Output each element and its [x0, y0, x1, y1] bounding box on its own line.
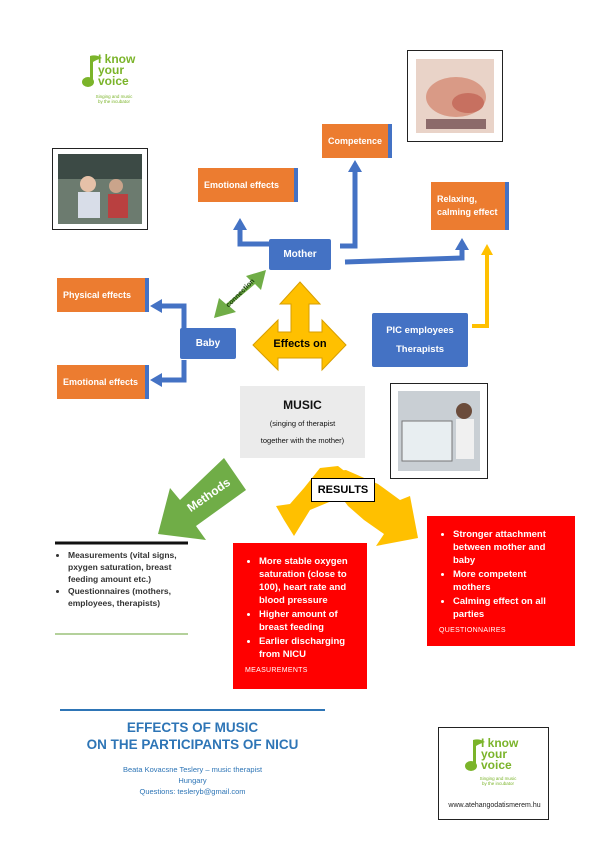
logo-tag1: Singing and music	[95, 94, 133, 99]
music-note-icon	[82, 55, 102, 87]
box-competence: Competence	[322, 124, 392, 158]
music-line2: together with the mother)	[260, 436, 345, 445]
arrow-pic-relaxing	[472, 252, 489, 328]
mothers-image-icon	[58, 154, 142, 224]
box-relaxing: Relaxing, calming effect	[431, 182, 509, 230]
questionnaires-box: Stronger attachment between mother and b…	[427, 516, 575, 646]
node-baby: Baby	[180, 328, 236, 359]
box-physical: Physical effects	[57, 278, 149, 312]
questionnaire-item: Stronger attachment between mother and b…	[453, 528, 565, 567]
logo-bottom-tag1: Singing and music	[479, 776, 517, 781]
measurements-box: More stable oxygen saturation (close to …	[233, 543, 367, 689]
pic-line1: PIC employees	[386, 325, 454, 336]
results-label: RESULTS	[311, 478, 375, 502]
node-mother: Mother	[269, 239, 331, 270]
footer-questions[interactable]: Questions: tesleryb@gmail.com	[139, 787, 246, 796]
website-link[interactable]: www.atehangodatismerem.hu	[448, 802, 541, 809]
logo-line3: voice	[98, 74, 129, 88]
relaxing-line1: Relaxing,	[437, 194, 478, 204]
methods-arrow	[158, 458, 246, 540]
arrow-mother-emotional	[237, 226, 270, 247]
measurements-caption: MEASUREMENTS	[245, 667, 308, 674]
logo-line1: I know	[98, 52, 136, 66]
footer-title: EFFECTS OF MUSIC ON THE PARTICIPANTS OF …	[60, 719, 325, 753]
music-title: MUSIC	[283, 398, 322, 412]
footer-credits: Beata Kovacsne Teslery – music therapist…	[60, 764, 325, 797]
effects-on-arrow	[252, 281, 347, 372]
footer-country: Hungary	[178, 776, 207, 785]
arrow-mother-competence	[340, 168, 358, 249]
logo-bottom-line1: I know	[481, 736, 519, 750]
measurement-item: Earlier discharging from NICU	[259, 635, 357, 661]
photo-mothers	[52, 148, 148, 230]
logo-tag2: by the incubator	[97, 99, 131, 104]
arrow-baby-emotional	[160, 360, 187, 383]
methods-item: Measurements (vital signs, pxygen satura…	[68, 549, 195, 585]
incubator-image-icon	[398, 391, 480, 471]
photo-incubator	[390, 383, 488, 479]
footer-title-line2: ON THE PARTICIPANTS OF NICU	[86, 737, 299, 752]
methods-item: Questionnaires (mothers, employees, ther…	[68, 585, 195, 609]
questionnaire-item: More competent mothers	[453, 568, 565, 594]
relaxing-line2: calming effect	[437, 207, 498, 217]
hands-image-icon	[416, 59, 494, 133]
questionnaires-caption: QUESTIONNAIRES	[439, 627, 506, 634]
box-emotional-top: Emotional effects	[198, 168, 298, 202]
music-box: MUSIC (singing of therapist together wit…	[240, 386, 365, 458]
measurement-item: More stable oxygen saturation (close to …	[259, 555, 357, 607]
music-line1: (singing of therapist	[269, 419, 336, 428]
logo-bottom-tag2: by the incubator	[481, 781, 515, 786]
logo-bottom-line3: voice	[481, 758, 512, 772]
connection-arrow	[214, 270, 266, 318]
pic-line2: Therapists	[395, 344, 445, 355]
arrow-baby-physical	[160, 303, 187, 330]
logo-top: I know your voice Singing and music by t…	[80, 52, 160, 112]
logo-bottom-box: I know your voice Singing and music by t…	[438, 727, 549, 820]
logo-bottom-line2: your	[481, 747, 508, 761]
footer-author: Beata Kovacsne Teslery – music therapist	[122, 765, 263, 774]
node-pic: PIC employees Therapists	[372, 313, 468, 367]
music-note-icon	[465, 739, 485, 771]
methods-list: Measurements (vital signs, pxygen satura…	[55, 549, 195, 609]
effects-on-label: Effects on	[273, 338, 327, 350]
measurement-item: Higher amount of breast feeding	[259, 608, 357, 634]
arrow-mother-relaxing	[344, 246, 465, 265]
footer-title-line1: EFFECTS OF MUSIC	[126, 720, 259, 735]
box-emotional-bottom: Emotional effects	[57, 365, 149, 399]
photo-hands	[407, 50, 503, 142]
logo-line2: your	[98, 63, 125, 77]
questionnaire-item: Calming effect on all parties	[453, 595, 565, 621]
